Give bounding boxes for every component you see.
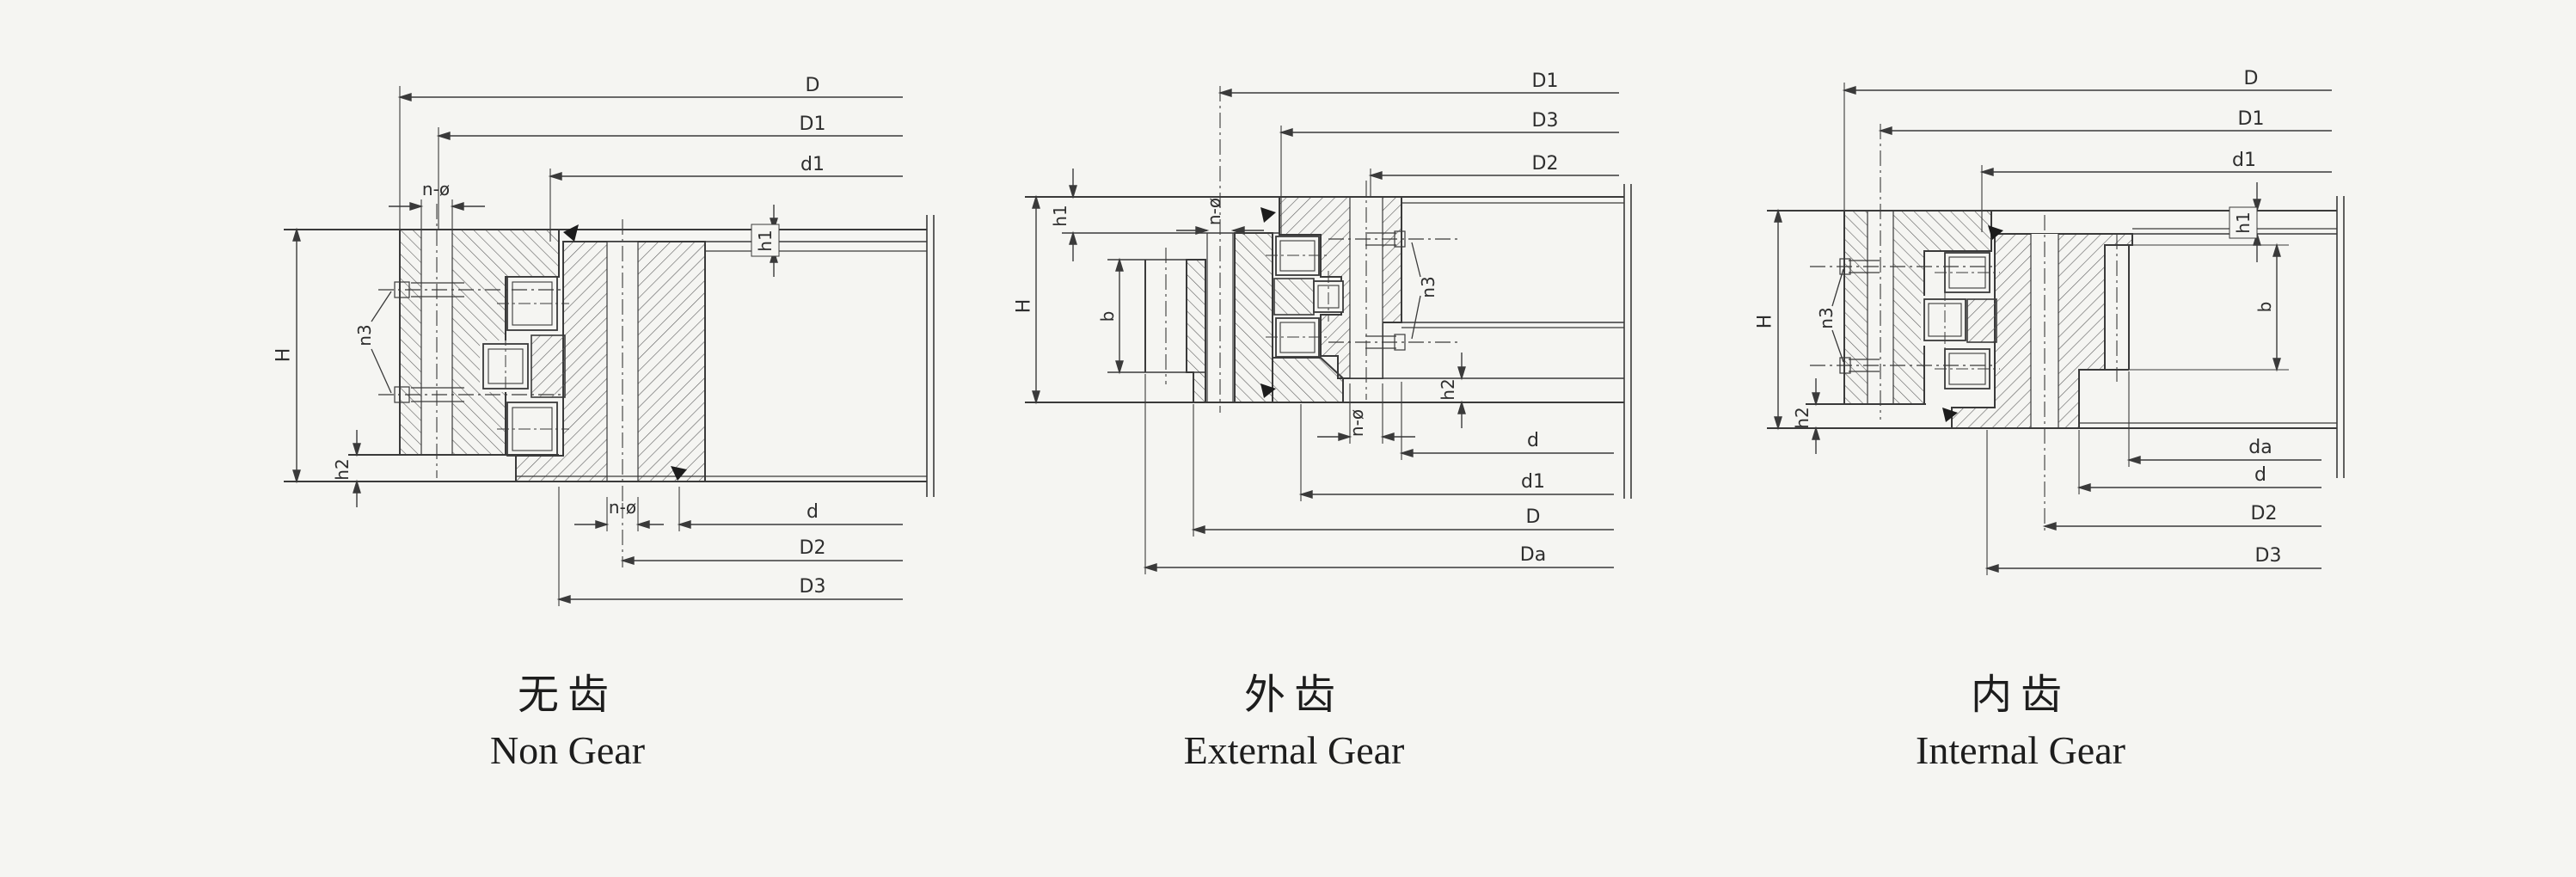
dim-label-d1: d1 [800, 154, 825, 175]
external-gear-diagram: D1 D3 D2 n-ø h1 b H n3 h2 n-ø d d1 D Da [1014, 71, 1632, 574]
caption-internal-gear-en: Internal Gear [1916, 728, 2125, 772]
dim-label-b: b [2254, 302, 2275, 313]
dim-label-D3: D3 [2255, 545, 2282, 567]
caption-non-gear: 无齿 Non Gear [387, 669, 748, 779]
external-gear-rollers [1266, 236, 1344, 358]
non-gear-seal-markers [563, 224, 687, 481]
dim-label-da: da [2248, 437, 2272, 458]
dim-label-D: D [2244, 68, 2259, 89]
dim-label-D: D [806, 75, 820, 96]
dim-label-h1: h1 [1050, 205, 1070, 226]
dim-label-d: d [2254, 464, 2266, 486]
dim-label-D2: D2 [1532, 153, 1559, 175]
non-gear-outer-ring-section [399, 204, 560, 478]
dim-label-n-phi-bottom: n-ø [609, 497, 636, 518]
dim-label-h2: h2 [1438, 378, 1458, 400]
dim-label-D: D [1526, 506, 1541, 528]
caption-internal-gear: 内齿 Internal Gear [1840, 669, 2201, 779]
dim-label-n3: n3 [1418, 276, 1438, 297]
external-gear-plates [1025, 184, 1632, 499]
internal-gear-seal-markers [1942, 225, 2003, 422]
dim-label-D2: D2 [2251, 503, 2278, 524]
dim-label-b: b [1097, 311, 1118, 322]
dim-label-H: H [273, 348, 295, 363]
non-gear-rollers [482, 276, 569, 457]
dim-label-D1: D1 [800, 113, 826, 135]
dim-label-h1: h1 [755, 230, 776, 251]
dim-label-D2: D2 [800, 537, 826, 559]
internal-gear-diagram: D D1 d1 n3 H h2 h1 b da d D2 D3 [1755, 68, 2345, 575]
external-gear-n3-holes [1328, 230, 1462, 351]
dim-label-D1: D1 [2238, 108, 2265, 130]
dim-label-Da: Da [1520, 544, 1546, 566]
dim-label-d: d [807, 501, 819, 523]
external-gear-dimensions [1032, 89, 1619, 574]
non-gear-plates [284, 215, 935, 497]
non-gear-diagram: D D1 d1 n-ø n3 H h2 h1 n-ø d D2 D3 [273, 75, 935, 606]
non-gear-dimensions [292, 86, 903, 606]
dim-label-n3: n3 [354, 324, 375, 346]
dim-label-D3: D3 [800, 576, 826, 598]
caption-non-gear-en: Non Gear [489, 728, 646, 772]
internal-gear-rollers [1923, 252, 2000, 389]
dim-label-h2: h2 [1792, 407, 1812, 428]
dim-label-H: H [1014, 299, 1035, 314]
caption-non-gear-zh: 无齿 [517, 672, 617, 718]
dim-label-H: H [1755, 315, 1776, 329]
dim-label-d1: d1 [2232, 150, 2256, 171]
dim-label-D1: D1 [1532, 71, 1559, 92]
caption-external-gear: 外齿 External Gear [1113, 669, 1475, 779]
external-gear-seal-markers [1260, 207, 1276, 398]
caption-external-gear-en: External Gear [1183, 728, 1405, 772]
dim-label-n3: n3 [1816, 307, 1837, 328]
non-gear-n3-holes [371, 281, 561, 403]
caption-external-gear-zh: 外齿 [1243, 672, 1344, 718]
dim-label-h1: h1 [2233, 212, 2254, 233]
dim-label-n-phi-top: n-ø [1204, 198, 1224, 225]
internal-gear-dimensions [1774, 83, 2332, 575]
dim-label-h2: h2 [332, 458, 353, 480]
caption-internal-gear-zh: 内齿 [1970, 672, 2070, 718]
dim-label-D3: D3 [1532, 110, 1559, 132]
dim-label-n-phi-bottom: n-ø [1346, 409, 1367, 437]
dim-label-d: d [1527, 430, 1539, 451]
dim-label-n-phi-top: n-ø [422, 179, 450, 199]
dim-label-d1: d1 [1521, 471, 1545, 493]
internal-gear-n3-holes [1810, 258, 1995, 374]
